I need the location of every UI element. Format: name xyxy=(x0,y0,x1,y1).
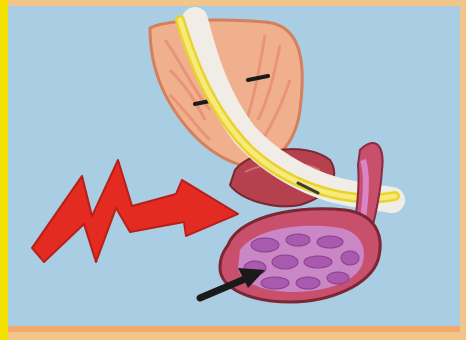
yellow-left-border xyxy=(0,0,8,340)
bottom-orange-strip xyxy=(8,326,460,332)
